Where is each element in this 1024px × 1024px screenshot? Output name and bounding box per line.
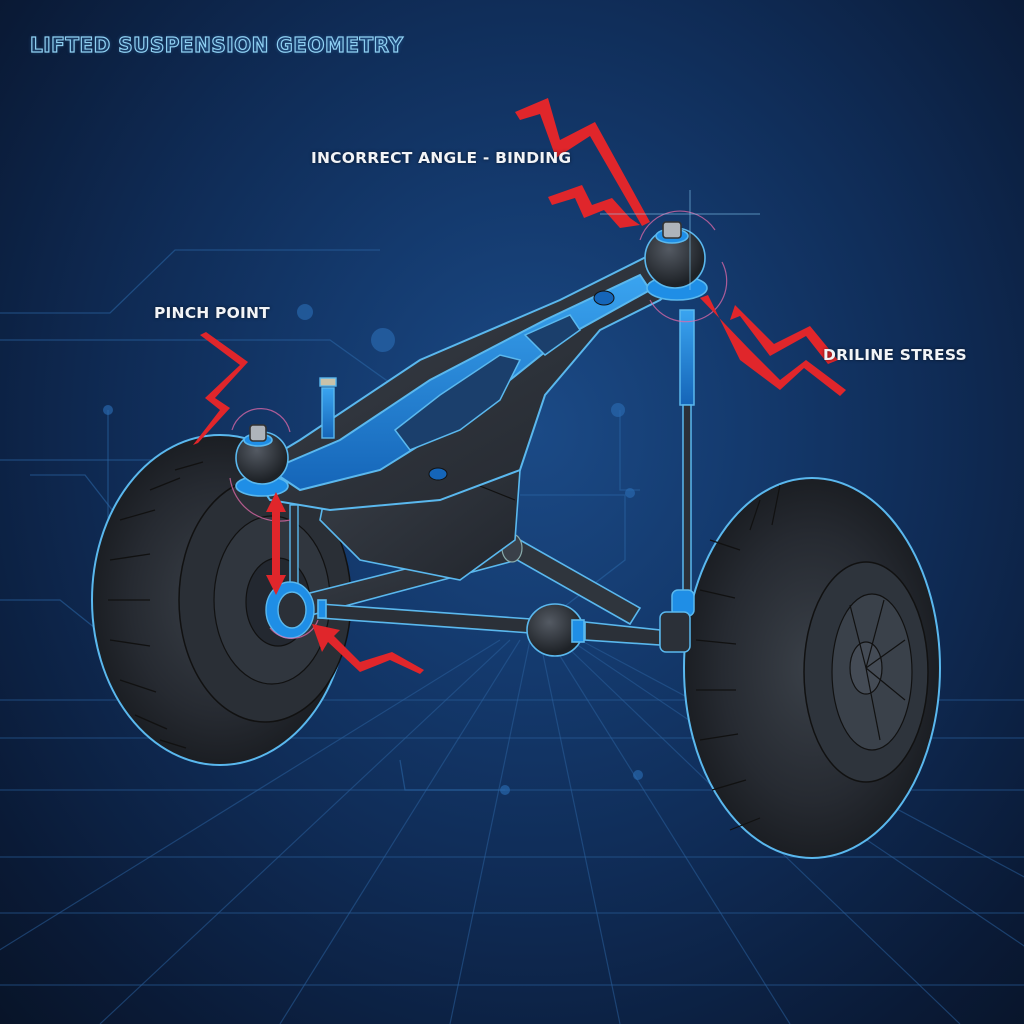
- warning-arrows: [193, 98, 846, 674]
- left-ball-joint: [235, 424, 289, 497]
- left-hub: [265, 581, 315, 639]
- circuit-nodes: [103, 304, 643, 795]
- callout-incorrect-angle-binding: INCORRECT ANGLE - BINDING: [311, 149, 572, 167]
- right-ball-joint: [644, 221, 708, 301]
- upper-control-arm: [248, 253, 692, 512]
- diagram-title: LIFTED SUSPENSION GEOMETRY: [29, 32, 404, 57]
- right-shock-absorber: [659, 309, 695, 653]
- callout-pinch-point: PINCH POINT: [154, 304, 270, 322]
- lens-flares: [600, 190, 760, 290]
- right-tire: [683, 477, 941, 859]
- callout-driline-stress: DRILINE STRESS: [823, 346, 967, 364]
